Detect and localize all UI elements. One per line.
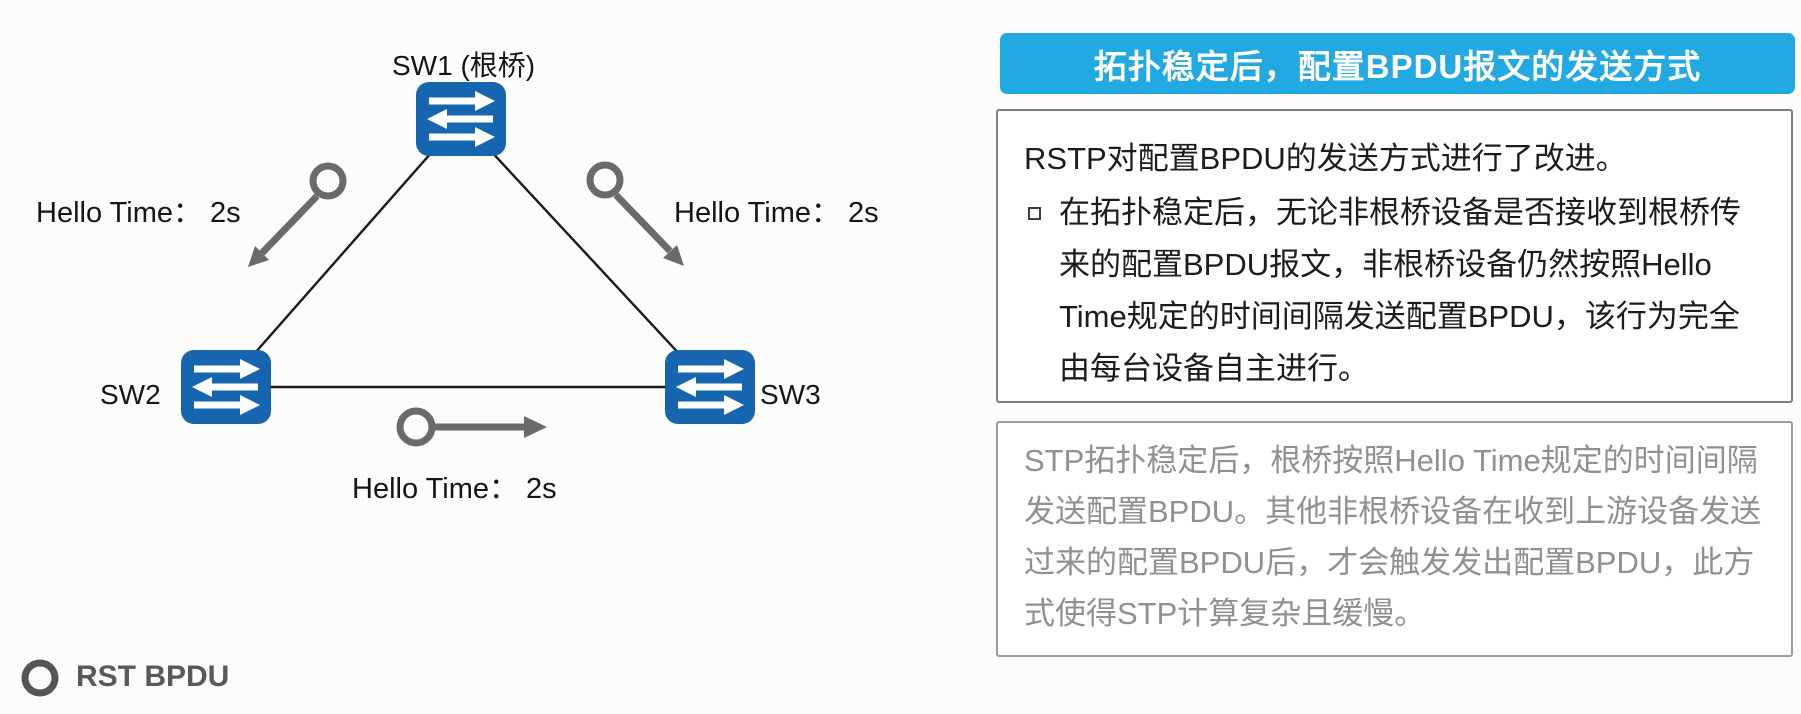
panel-title-bar: 拓扑稳定后，配置BPDU报文的发送方式 — [1000, 33, 1795, 94]
stp-note-panel: STP拓扑稳定后，根桥按照Hello Time规定的时间间隔发送配置BPDU。其… — [996, 421, 1793, 657]
sw1-label: SW1 (根桥) — [392, 50, 536, 81]
rstp-bullet-item: 在拓扑稳定后，无论非根桥设备是否接收到根桥传来的配置BPDU报文，非根桥设备仍然… — [1024, 187, 1765, 395]
legend-label: RST BPDU — [76, 660, 230, 693]
link-sw1-sw3 — [460, 118, 711, 388]
rst-bpdu-circle-icon — [396, 407, 436, 447]
rst-bpdu-legend-icon — [21, 659, 59, 697]
hello-time-label-right: Hello Time： 2s — [674, 197, 879, 229]
switch-icon-sw1 — [416, 82, 506, 156]
rstp-intro-text: RSTP对配置BPDU的发送方式进行了改进。 — [1024, 141, 1627, 176]
arrowhead-icon — [663, 245, 684, 266]
switch-icon-sw2 — [181, 350, 271, 424]
hello-time-label-bottom: Hello Time： 2s — [352, 473, 557, 505]
stp-note-text: STP拓扑稳定后，根桥按照Hello Time规定的时间间隔发送配置BPDU。其… — [1024, 443, 1762, 631]
arrowhead-icon — [524, 416, 547, 438]
rst-bpdu-arrow-right — [586, 161, 684, 266]
topology-diagram — [21, 0, 960, 697]
panel-title: 拓扑稳定后，配置BPDU报文的发送方式 — [1093, 47, 1702, 85]
link-sw1-sw2 — [224, 118, 462, 388]
rstp-bullet-text: 在拓扑稳定后，无论非根桥设备是否接收到根桥传来的配置BPDU报文，非根桥设备仍然… — [1059, 195, 1741, 386]
rst-bpdu-arrow-bottom — [396, 407, 547, 447]
square-bullet-icon — [1028, 207, 1041, 220]
rst-bpdu-circle-icon — [309, 162, 347, 200]
sw3-label: SW3 — [760, 379, 821, 410]
rst-bpdu-circle-icon — [586, 161, 624, 199]
arrowhead-icon — [248, 246, 269, 267]
rstp-description-panel: RSTP对配置BPDU的发送方式进行了改进。 在拓扑稳定后，无论非根桥设备是否接… — [996, 109, 1793, 403]
rst-bpdu-arrow-left — [248, 162, 347, 267]
hello-time-label-left: Hello Time： 2s — [36, 197, 241, 229]
switch-icon-sw3 — [665, 350, 755, 424]
sw2-label: SW2 — [100, 379, 161, 410]
